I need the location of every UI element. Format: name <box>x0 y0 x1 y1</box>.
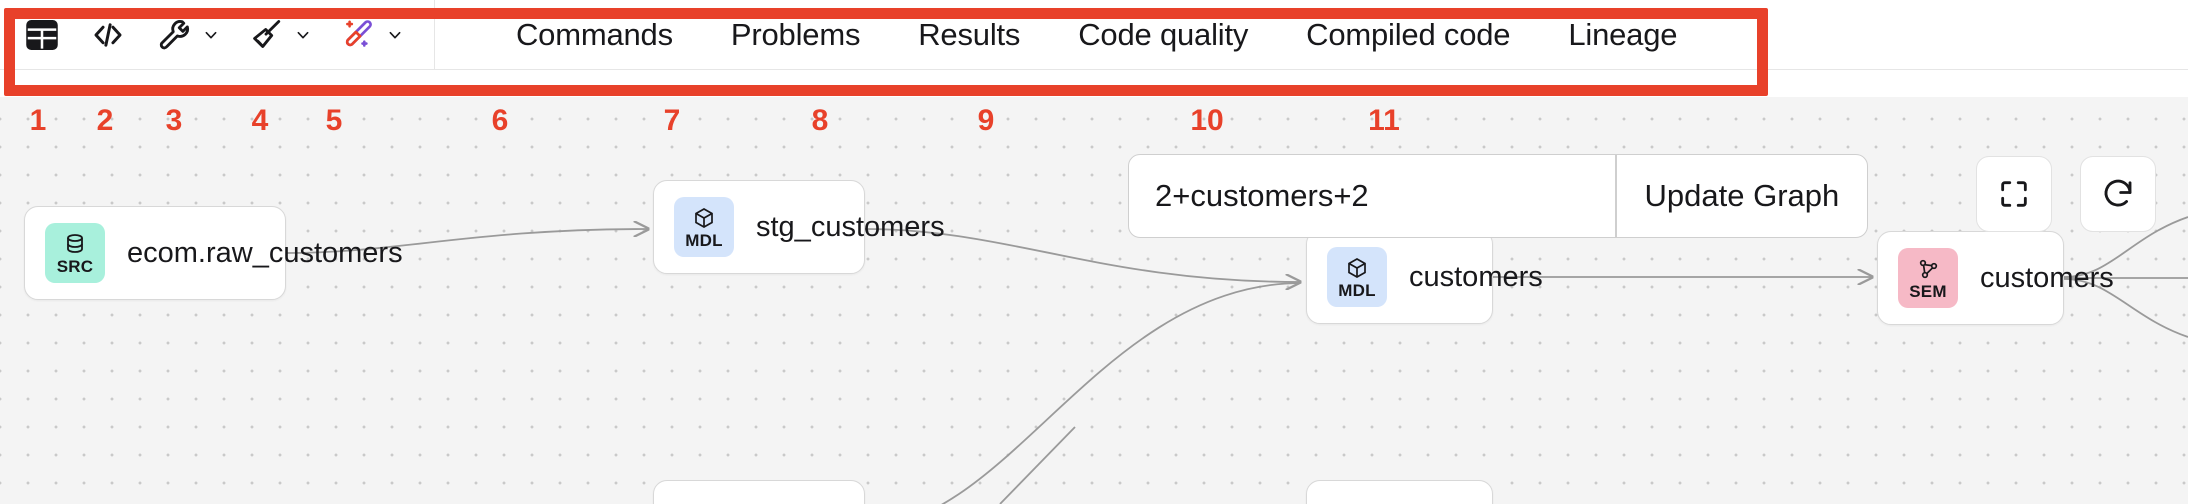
callout-number-1: 1 <box>29 104 47 137</box>
tab-compiled-code[interactable]: Compiled code <box>1306 16 1511 52</box>
node-badge-mdl: MDL <box>1327 247 1387 307</box>
cube-icon <box>1348 257 1366 278</box>
code-icon <box>94 22 122 47</box>
table-view-button[interactable] <box>22 13 62 57</box>
callout-number-5: 5 <box>325 104 343 137</box>
panel-tabs: Commands Problems Results Code quality C… <box>487 0 1706 69</box>
database-icon <box>67 233 83 253</box>
node-badge-label: SRC <box>56 256 94 276</box>
graph-node-stg-customers[interactable]: MDL stg_customers <box>653 180 945 274</box>
graph-node-partial-right[interactable] <box>1306 480 1493 504</box>
graph-search-group: Update Graph <box>1128 154 1869 238</box>
graph-node-ecom-raw-customers[interactable]: SRC ecom.raw_customers <box>24 206 403 300</box>
broom-icon <box>253 19 281 48</box>
cube-icon <box>695 207 713 228</box>
tools-menu-button[interactable] <box>154 13 194 57</box>
code-view-button[interactable] <box>88 13 128 57</box>
ai-menu-button[interactable] <box>338 13 378 57</box>
format-menu-chevron[interactable] <box>286 13 320 57</box>
callout-number-3: 3 <box>165 104 183 137</box>
lineage-canvas[interactable]: SRC ecom.raw_customers MDL stg_customers <box>0 97 2188 504</box>
node-label: ecom.raw_customers <box>127 236 403 269</box>
magic-wand-icon <box>345 19 372 47</box>
node-badge-src: SRC <box>45 223 105 283</box>
node-label: stg_customers <box>756 210 945 243</box>
callout-number-10: 10 <box>1190 104 1224 137</box>
chevron-down-icon <box>205 31 217 38</box>
callout-number-11: 11 <box>1368 104 1400 137</box>
graph-node-customers-mdl[interactable]: MDL customers <box>1306 230 1543 324</box>
node-badge-label: MDL <box>685 230 723 250</box>
toolbar-divider <box>434 0 435 70</box>
tab-lineage[interactable]: Lineage <box>1568 16 1678 52</box>
node-label: customers <box>1409 260 1543 293</box>
format-menu-group <box>246 13 320 57</box>
ai-menu-chevron[interactable] <box>378 13 412 57</box>
callout-number-4: 4 <box>251 104 269 137</box>
tab-commands[interactable]: Commands <box>516 16 673 52</box>
node-badge-sem: SEM <box>1898 248 1958 308</box>
node-badge-mdl: MDL <box>674 197 734 257</box>
refresh-icon <box>2104 179 2132 207</box>
chevron-down-icon <box>297 31 309 38</box>
callout-number-8: 8 <box>811 104 829 137</box>
fullscreen-icon <box>2001 181 2027 207</box>
tab-problems[interactable]: Problems <box>730 16 861 52</box>
tab-code-quality[interactable]: Code quality <box>1078 16 1249 52</box>
wrench-icon <box>159 19 190 49</box>
toolbar-icon-group <box>0 0 435 70</box>
tools-menu-group <box>154 13 228 57</box>
chevron-down-icon <box>389 31 401 38</box>
search-input[interactable] <box>1129 155 1615 237</box>
graph-node-customers-sem[interactable]: SEM customers <box>1877 231 2114 325</box>
editor-toolbar: Commands Problems Results Code quality C… <box>0 0 2188 70</box>
tools-menu-chevron[interactable] <box>194 13 228 57</box>
ai-menu-group <box>338 13 412 57</box>
callout-number-2: 2 <box>96 104 114 137</box>
tab-results[interactable]: Results <box>918 16 1021 52</box>
node-label: customers <box>1980 261 2114 294</box>
update-graph-button[interactable]: Update Graph <box>1617 155 1868 237</box>
callout-number-6: 6 <box>491 104 509 137</box>
network-icon <box>1919 259 1938 278</box>
divider <box>1615 155 1617 237</box>
callout-number-7: 7 <box>663 104 681 137</box>
refresh-button[interactable] <box>2080 156 2156 232</box>
fit-view-button[interactable] <box>1976 156 2052 232</box>
node-badge-label: MDL <box>1338 280 1376 300</box>
node-badge-label: SEM <box>1909 281 1947 301</box>
table-icon <box>26 19 58 50</box>
graph-node-partial-left[interactable] <box>653 480 865 504</box>
format-menu-button[interactable] <box>246 13 286 57</box>
callout-number-9: 9 <box>977 104 995 137</box>
